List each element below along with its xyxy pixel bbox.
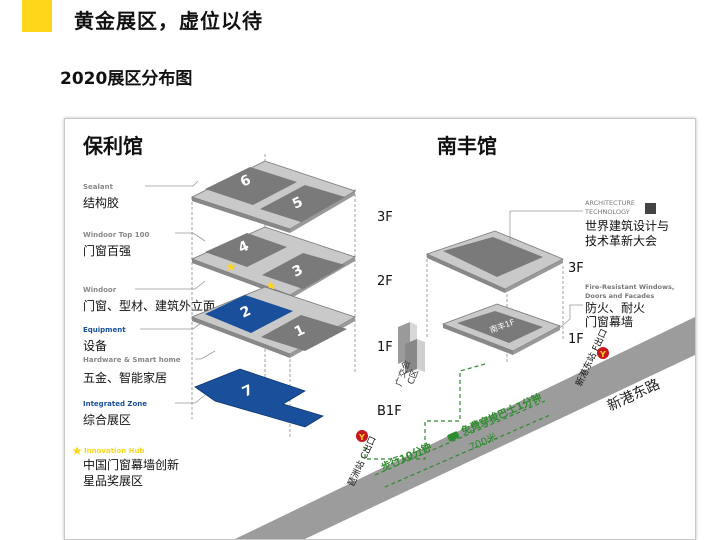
zone-en-label: Windoor Top 100 (83, 231, 149, 239)
canton-fair-zone-label: C区 (405, 368, 421, 386)
road-strip (235, 317, 695, 539)
poly-zone-equipment: Equipment 设备 (83, 326, 126, 353)
poly-zone-windoor: Windoor 门窗、型材、建筑外立面 (83, 286, 215, 313)
zone-en-label: Hardware & Smart home (83, 356, 181, 364)
section-subtitle: 2020展区分布图 (60, 69, 193, 89)
leader-lines-nanfeng (509, 210, 583, 333)
nanfeng-floor-3f (425, 230, 564, 293)
zone-en-label: Innovation Hub (84, 447, 145, 455)
zone-en-label-2: Doors and Facades (585, 292, 654, 300)
zone-cn-label: 设备 (83, 339, 107, 353)
zone-en-label: Windoor (83, 286, 117, 294)
zone-cn-label: 五金、智能家居 (83, 370, 167, 385)
zone-en-label-2: TECHNOLOGY (584, 208, 630, 216)
leader-lines-poly (135, 180, 216, 404)
poly-floor-label-b1f: B1F (377, 404, 402, 419)
nanfeng-floor-1f: 南丰1F (441, 303, 561, 355)
floor-plan-diagram: 新港东路 保利馆 南丰馆 Sealant 结构胶 Windoor Top 100… (72, 134, 695, 539)
nanfeng-zone-architecture: ARCHITECTURE TECHNOLOGY 世界建筑设计与 技术革新大会 (584, 199, 669, 248)
poly-floor-b1f: 7 (194, 368, 324, 428)
poly-floor-2f: 4 3 (190, 226, 356, 299)
building-poly-title: 保利馆 (82, 134, 143, 158)
metro-icon (597, 347, 609, 359)
zone-cn-label-2: 技术革新大会 (585, 233, 657, 248)
poly-zone-sealant: Sealant 结构胶 (83, 183, 119, 210)
svg-text:Y: Y (599, 350, 606, 359)
poly-hall-6 (205, 167, 297, 205)
poly-zone-hardware: Hardware & Smart home 五金、智能家居 (83, 356, 181, 385)
zone-cn-label: 综合展区 (83, 412, 131, 427)
zone-cn-label: 世界建筑设计与 (585, 218, 669, 233)
ground (305, 355, 695, 539)
star-icon (226, 262, 236, 271)
poly-hall-4 (205, 233, 287, 267)
poly-hall-3 (262, 253, 345, 289)
zone-en-label: Sealant (83, 183, 114, 191)
poly-hall-2 (205, 295, 293, 333)
poly-zone-integrated: Integrated Zone 综合展区 (83, 400, 147, 427)
zone-en-label: Fire-Resistant Windows, (585, 283, 674, 291)
poly-zone-innovation: Innovation Hub 中国门窗幕墙创新 星品奖展区 (72, 446, 179, 488)
zone-cn-label-2: 门窗幕墙 (585, 314, 633, 329)
zone-en-label: Equipment (83, 326, 126, 334)
nanfeng-zone-fire-resistant: Fire-Resistant Windows, Doors and Facade… (585, 283, 674, 329)
architecture-logo-icon (645, 203, 656, 214)
zone-en-label: Integrated Zone (83, 400, 147, 408)
zone-cn-label-2: 星品奖展区 (83, 474, 143, 488)
poly-floor-label-1f: 1F (377, 340, 393, 355)
zone-cn-label: 防火、耐火 (585, 300, 645, 315)
poly-floor-label-2f: 2F (377, 274, 393, 289)
building-nanfeng-title: 南丰馆 (437, 134, 497, 158)
poly-floor-label-3f: 3F (377, 210, 393, 225)
poly-floor-3f: 6 5 (190, 160, 356, 233)
canton-fair-blocks (398, 322, 425, 374)
poly-zone-windoor-top100: Windoor Top 100 门窗百强 (83, 231, 149, 258)
nanfeng-hall-1f (457, 311, 543, 343)
zone-cn-label: 结构胶 (83, 195, 119, 210)
star-icon (266, 281, 276, 290)
metro-icon (356, 430, 368, 442)
poly-hall-1 (261, 315, 347, 351)
nanfeng-floor-label-1f: 1F (568, 332, 584, 347)
star-icon (72, 446, 82, 455)
zone-cn-label: 中国门窗幕墙创新 (83, 457, 179, 472)
page-title: 黄金展区，虚位以待 (74, 9, 263, 33)
poly-hall-5 (260, 185, 345, 222)
zone-cn-label: 门窗、型材、建筑外立面 (83, 298, 215, 313)
nanfeng-floor-label-3f: 3F (568, 261, 584, 276)
poly-hall-7 (194, 368, 324, 428)
zone-cn-label: 门窗百强 (83, 243, 131, 258)
floor-plan-panel: 新港东路 保利馆 南丰馆 Sealant 结构胶 Windoor Top 100… (64, 118, 696, 540)
route-line (364, 363, 551, 488)
svg-text:Y: Y (358, 433, 365, 442)
header-accent-block (22, 0, 52, 32)
poly-floor-1f: 2 1 (190, 286, 356, 358)
zone-en-label: ARCHITECTURE (585, 199, 635, 207)
bus-icon (447, 431, 460, 442)
